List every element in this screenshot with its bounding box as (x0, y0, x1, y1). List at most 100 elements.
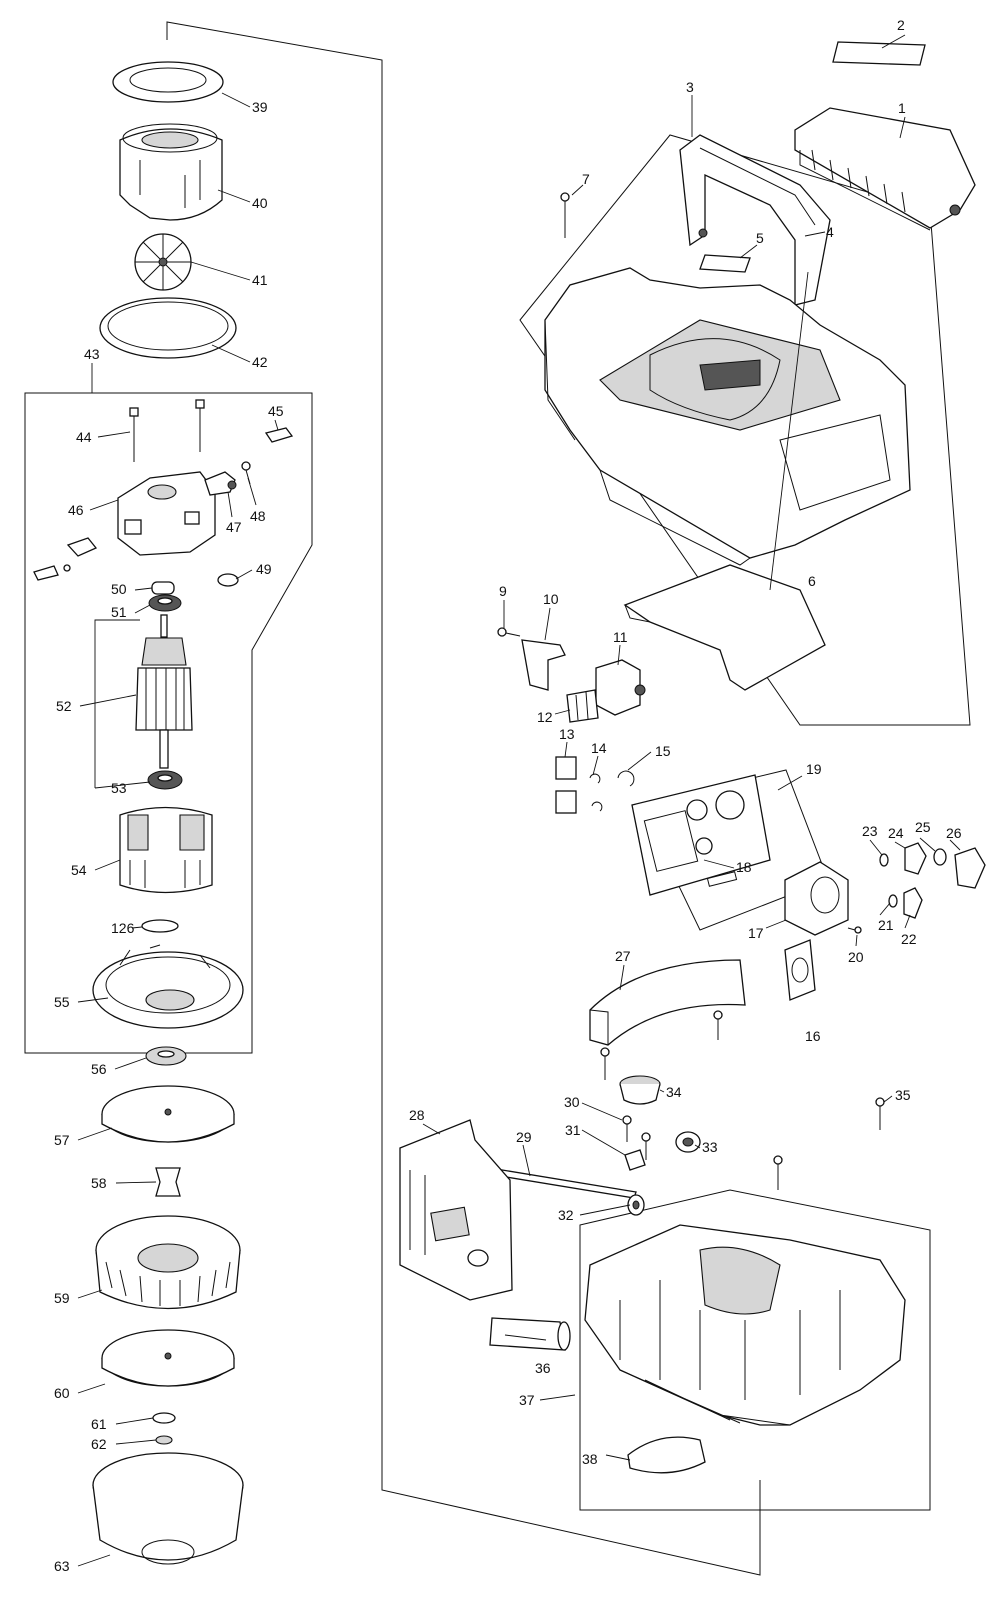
label-part-55: 55 (54, 994, 70, 1010)
label-part-46: 46 (68, 502, 84, 518)
label-part-25: 25 (915, 819, 931, 835)
base-frame (579, 1189, 931, 1511)
label-part-20: 20 (848, 949, 864, 965)
part-4-handle (679, 134, 831, 306)
part-39-flange-ring (112, 61, 224, 103)
leader-lines (77, 34, 961, 1567)
label-part-50: 50 (111, 581, 127, 597)
label-part-53: 53 (111, 780, 127, 796)
label-part-16: 16 (805, 1028, 821, 1044)
part-62-nut (155, 1435, 173, 1445)
part-54-stator (119, 806, 213, 894)
label-part-28: 28 (409, 1107, 425, 1123)
part-20-screw (847, 926, 862, 934)
part-22-knob (903, 887, 923, 919)
part-21-o-ring (888, 894, 898, 908)
label-part-18: 18 (736, 859, 752, 875)
part-26-knob (954, 847, 986, 889)
part-38-gasket (627, 1436, 706, 1474)
part-52-armature (135, 614, 193, 769)
label-part-38: 38 (582, 1451, 598, 1467)
label-part-4: 4 (826, 224, 834, 240)
label-part-40: 40 (252, 195, 268, 211)
label-part-6: 6 (808, 573, 816, 589)
label-part-41: 41 (252, 272, 268, 288)
label-part-3: 3 (686, 79, 694, 95)
motor-subassembly-frame (24, 392, 313, 1054)
part-60-impeller-disc (101, 1329, 235, 1387)
label-part-23: 23 (862, 823, 878, 839)
part-44-screw (129, 407, 139, 462)
part-6-filter-cover (623, 564, 826, 691)
label-part-29: 29 (516, 1129, 532, 1145)
label-part-62: 62 (91, 1436, 107, 1452)
part-9-screw (497, 627, 521, 637)
part-2-label (832, 41, 926, 66)
label-part-5: 5 (756, 230, 764, 246)
label-part-60: 60 (54, 1385, 70, 1401)
control-group (497, 627, 986, 1001)
part-27-foam-pad (589, 959, 746, 1046)
label-part-17: 17 (748, 925, 764, 941)
label-part-57: 57 (54, 1132, 70, 1148)
assembly-outlines (24, 21, 971, 1576)
part-24-knob (904, 842, 927, 875)
label-part-59: 59 (54, 1290, 70, 1306)
label-part-54: 54 (71, 862, 87, 878)
label-part-45: 45 (268, 403, 284, 419)
label-part-31: 31 (565, 1122, 581, 1138)
part-35-screw (875, 1097, 885, 1130)
part-53-bearing (147, 770, 183, 790)
part-55-motor-base (92, 944, 244, 1029)
part-32-wheel (627, 1194, 645, 1216)
part-45-carbon-brush (264, 427, 294, 443)
label-part-56: 56 (91, 1061, 107, 1077)
part-28-circuit-board (399, 1119, 513, 1301)
part-44-screw-second (195, 399, 205, 452)
label-part-26: 26 (946, 825, 962, 841)
part-7-screw (560, 192, 570, 238)
label-part-47: 47 (226, 519, 242, 535)
part-50-washer (151, 581, 175, 595)
label-part-51: 51 (111, 604, 127, 620)
label-part-49: 49 (256, 561, 272, 577)
label-part-22: 22 (901, 931, 917, 947)
part-41-fan (134, 233, 192, 291)
part-31-clip (624, 1149, 646, 1171)
label-part-7: 7 (582, 171, 590, 187)
part-12-terminal-block (566, 689, 599, 723)
part-1-cover (794, 107, 976, 231)
part-5-label (699, 254, 751, 273)
base-group (399, 959, 906, 1474)
part-40-fan-cover (119, 123, 223, 221)
part-47-brush-clip (204, 471, 237, 496)
label-part-9: 9 (499, 583, 507, 599)
top-housing-group (544, 41, 976, 691)
motor-column (33, 61, 294, 1565)
part-34-foot (619, 1075, 661, 1105)
label-part-35: 35 (895, 1087, 911, 1103)
label-part-52: 52 (56, 698, 72, 714)
label-part-2: 2 (897, 17, 905, 33)
part-13-board (555, 756, 577, 814)
label-part-43: 43 (84, 346, 100, 362)
label-part-14: 14 (591, 740, 607, 756)
label-part-48: 48 (250, 508, 266, 524)
label-part-34: 34 (666, 1084, 682, 1100)
part-56-bushing (145, 1046, 187, 1066)
label-part-126: 126 (111, 920, 135, 936)
part-19-control-panel (631, 774, 771, 896)
part-23-o-ring (879, 853, 889, 867)
part-42-seal-ring (99, 297, 237, 359)
label-part-33: 33 (702, 1139, 718, 1155)
label-part-15: 15 (655, 743, 671, 759)
part-25-o-ring (933, 848, 947, 866)
label-part-36: 36 (535, 1360, 551, 1376)
label-part-24: 24 (888, 825, 904, 841)
part-15-ring (617, 770, 635, 787)
label-part-63: 63 (54, 1558, 70, 1574)
part-57-impeller-disc (101, 1085, 235, 1143)
label-part-11: 11 (613, 629, 628, 645)
part-33-bushing (675, 1131, 701, 1153)
